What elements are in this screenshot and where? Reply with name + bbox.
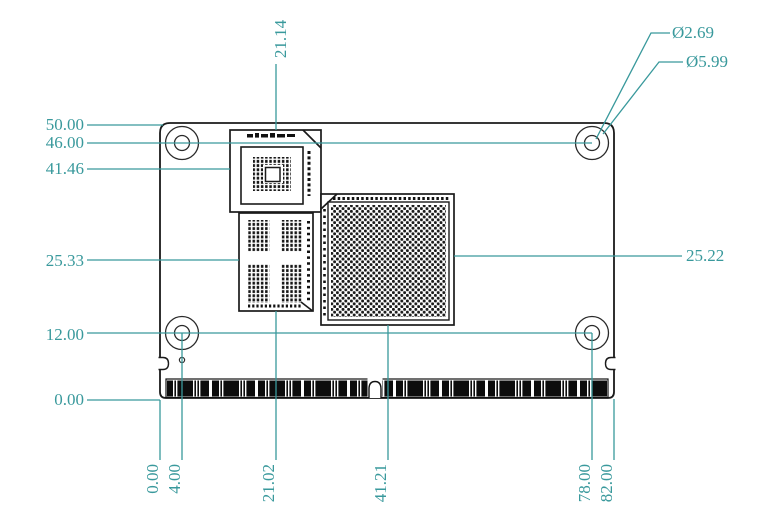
dim-label-left-41_46: 41.46 [45, 159, 84, 178]
connector-key-notch [368, 380, 382, 398]
chip3-ball-grid [331, 205, 446, 317]
dim-label-left-25_33: 25.33 [45, 251, 84, 270]
chip-top-left [229, 129, 322, 213]
leader-dia-5_99 [602, 61, 683, 135]
dim-label-bottom-21_02: 21.02 [259, 464, 278, 503]
dim-label-bottom-4: 4.00 [165, 464, 184, 494]
dim-label-bottom-82: 82.00 [597, 464, 616, 503]
dim-label-left-46: 46.00 [45, 133, 84, 152]
dim-label-right-25_22: 25.22 [686, 246, 725, 265]
dimension-lines [87, 32, 683, 460]
side-notch-left [158, 356, 170, 371]
dim-label-left-12: 12.00 [45, 325, 84, 344]
chip-middle-left [238, 212, 314, 312]
side-notch-right [604, 356, 616, 371]
chip-large-bga [320, 193, 455, 326]
dim-label-bottom-41_21: 41.21 [371, 464, 390, 503]
leader-dia-2_69 [595, 32, 670, 140]
edge-connector [165, 377, 609, 399]
dia-label-5_99: Ø5.99 [686, 52, 729, 71]
chip1-center-square [264, 166, 281, 183]
dim-label-bottom-78: 78.00 [575, 464, 594, 503]
dia-label-2_69: Ø2.69 [672, 23, 715, 42]
dim-label-left-50: 50.00 [45, 115, 84, 134]
dim-label-left-0: 0.00 [54, 390, 84, 409]
dim-label-bottom-0: 0.00 [143, 464, 162, 494]
dim-label-top-21_14: 21.14 [271, 19, 290, 59]
chip1-marking-text [247, 133, 295, 138]
